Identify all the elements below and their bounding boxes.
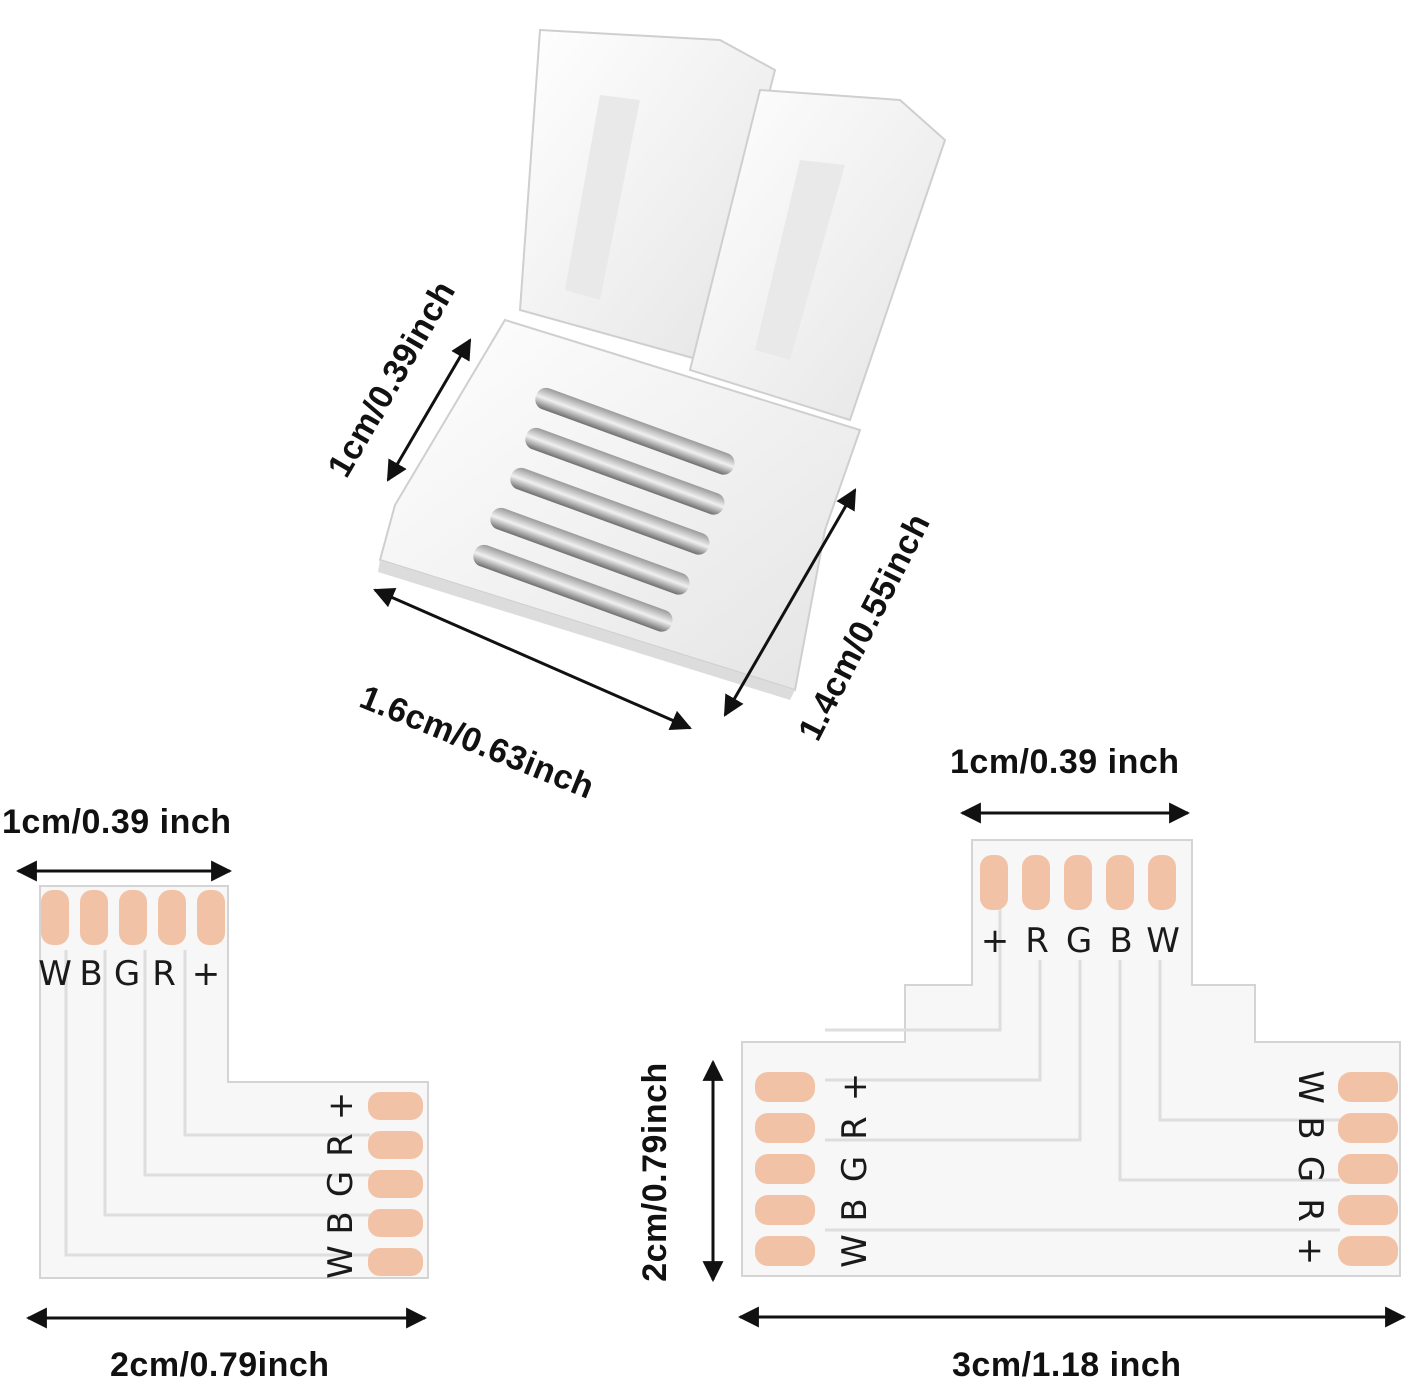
t-connector: + R G B W + R G B W W B G R + <box>702 802 1407 1328</box>
l-top-pin-2: B <box>79 954 102 994</box>
t-right-pin-1: W <box>1290 1070 1330 1104</box>
t-top-dimension: 1cm/0.39 inch <box>950 743 1180 781</box>
clip-connector <box>373 28 947 731</box>
t-top-pin-4: B <box>1109 921 1132 961</box>
t-right-pin-2: B <box>1290 1116 1330 1139</box>
l-top-pin-4: R <box>152 954 176 994</box>
l-top-pin-5: + <box>192 954 221 994</box>
t-bottom-dimension: 3cm/1.18 inch <box>952 1346 1182 1384</box>
l-side-pin-2: R <box>321 1133 361 1157</box>
t-left-pin-4: B <box>835 1198 875 1221</box>
t-top-pin-3: G <box>1066 921 1092 961</box>
l-side-pin-1: + <box>321 1092 361 1121</box>
l-side-pin-5: W <box>321 1245 361 1279</box>
l-connector: W B G R + + R G B W <box>15 860 429 1329</box>
l-top-pin-3: G <box>114 954 140 994</box>
t-right-pin-5: + <box>1290 1237 1330 1266</box>
t-left-pin-5: W <box>835 1234 875 1268</box>
t-top-pin-2: R <box>1025 921 1049 961</box>
t-left-pin-1: + <box>835 1073 875 1102</box>
l-side-pin-4: B <box>321 1211 361 1234</box>
t-top-pin-1: + <box>981 921 1010 961</box>
t-right-pin-4: R <box>1290 1198 1330 1222</box>
l-bottom-dimension: 2cm/0.79inch <box>110 1346 330 1384</box>
t-left-pin-2: R <box>835 1116 875 1140</box>
l-top-dimension: 1cm/0.39 inch <box>2 803 232 841</box>
t-left-dimension: 2cm/0.79inch <box>635 1062 674 1282</box>
l-top-pin-1: W <box>38 954 72 994</box>
t-top-pin-5: W <box>1146 921 1180 961</box>
l-side-pin-3: G <box>321 1171 361 1197</box>
t-left-pin-3: G <box>835 1156 875 1182</box>
t-right-pin-3: G <box>1290 1156 1330 1182</box>
